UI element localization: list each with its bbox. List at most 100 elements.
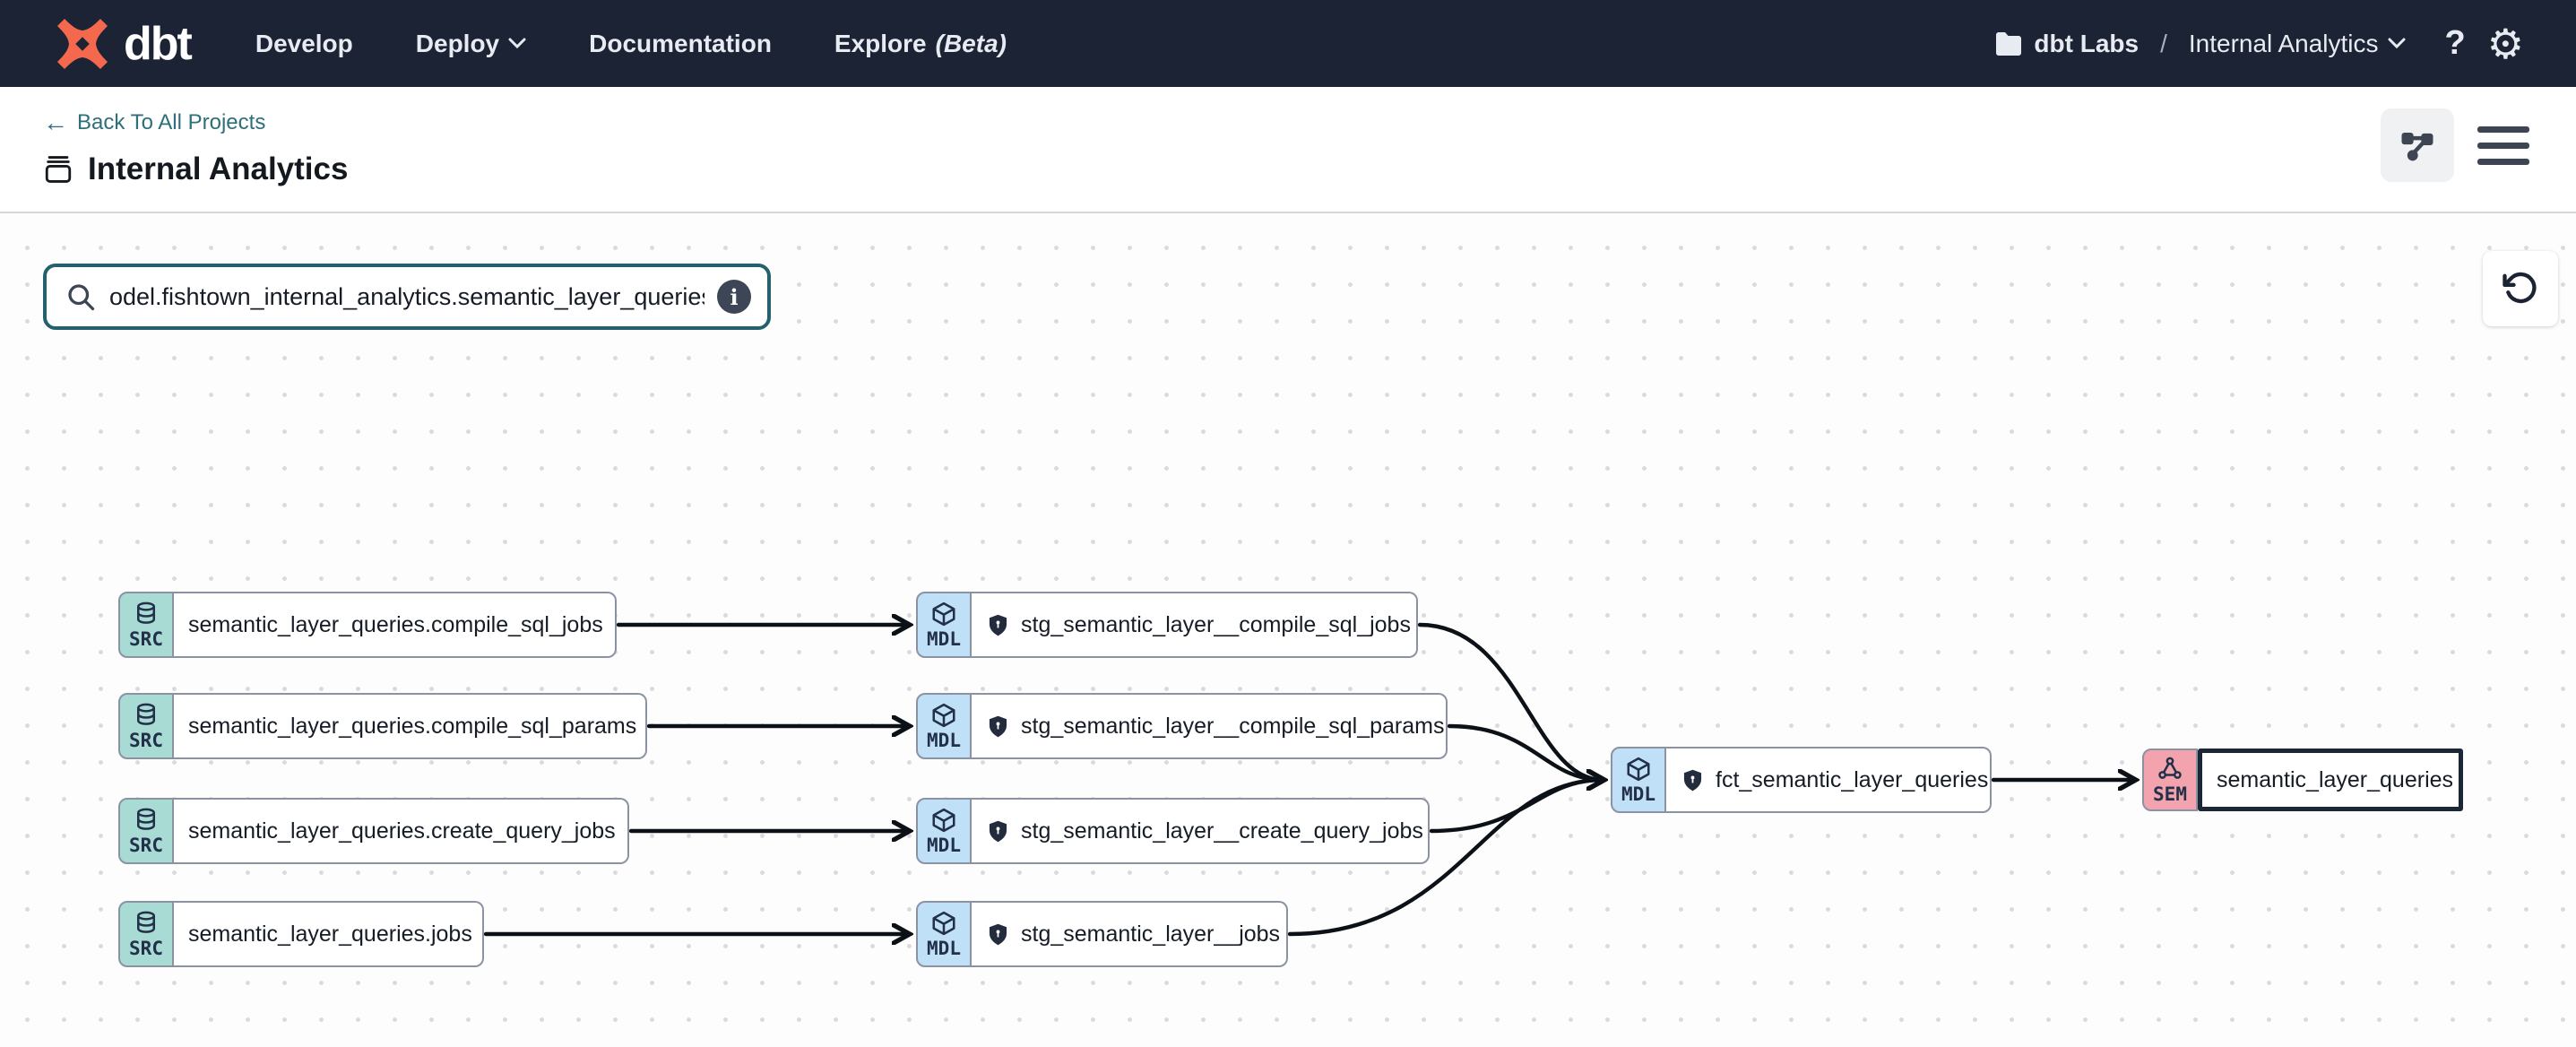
search-input[interactable]: odel.fishtown_internal_analytics.semanti… <box>109 282 705 310</box>
badge-label: MDL <box>927 729 961 751</box>
lineage-search-box: odel.fishtown_internal_analytics.semanti… <box>43 264 771 330</box>
node-type-badge-MDL: MDL <box>916 798 972 864</box>
badge-label: MDL <box>927 937 961 959</box>
top-navbar: dbt Develop Deploy Documentation Explore… <box>0 0 2576 87</box>
node-type-badge-SEM: SEM <box>2142 748 2198 811</box>
badge-label: SEM <box>2153 783 2187 805</box>
node-body[interactable]: stg_semantic_layer__compile_sql_jobs <box>972 592 1418 658</box>
node-type-badge-SRC: SRC <box>118 798 174 864</box>
lineage-node-fct_semantic_layer_queries[interactable]: MDL fct_semantic_layer_queries <box>1611 747 1992 813</box>
cube-icon <box>930 601 957 627</box>
lineage-node-semantic_layer_queries.compile_sql_jobs[interactable]: SRC semantic_layer_queries.compile_sql_jo… <box>118 592 617 658</box>
node-type-badge-MDL: MDL <box>1611 747 1666 813</box>
shield-icon <box>986 613 1010 637</box>
chevron-down-icon <box>508 38 526 49</box>
lineage-node-stg_semantic_layer__compile_sql_params[interactable]: MDL stg_semantic_layer__compile_sql_param… <box>916 693 1448 759</box>
node-body[interactable]: semantic_layer_queries.create_query_jobs <box>174 798 629 864</box>
shield-icon <box>986 714 1010 739</box>
lineage-node-semantic_layer_queries.jobs[interactable]: SRC semantic_layer_queries.jobs <box>118 901 484 967</box>
badge-label: SRC <box>129 937 163 959</box>
nav-item-documentation[interactable]: Documentation <box>589 29 772 57</box>
cube-icon <box>930 910 957 937</box>
lineage-node-semantic_layer_queries.compile_sql_params[interactable]: SRC semantic_layer_queries.compile_sql_pa… <box>118 693 647 759</box>
nav-account-area: dbt Labs / Internal Analytics ? ⚙ <box>1994 23 2524 65</box>
badge-label: MDL <box>1621 783 1655 805</box>
node-label: semantic_layer_queries <box>2217 766 2454 792</box>
badge-label: SRC <box>129 729 163 751</box>
node-label: semantic_layer_queries.create_query_jobs <box>188 818 616 844</box>
node-type-badge-SRC: SRC <box>118 901 174 967</box>
node-body[interactable]: semantic_layer_queries <box>2198 748 2463 811</box>
badge-label: SRC <box>129 834 163 856</box>
node-label: stg_semantic_layer__create_query_jobs <box>1021 818 1423 844</box>
info-icon[interactable]: i <box>717 280 751 314</box>
lineage-node-stg_semantic_layer__jobs[interactable]: MDL stg_semantic_layer__jobs <box>916 901 1288 967</box>
node-label: fct_semantic_layer_queries <box>1716 766 1989 792</box>
project-switcher[interactable]: Internal Analytics <box>2189 30 2406 58</box>
cube-icon <box>930 702 957 729</box>
lineage-icon <box>2401 133 2433 161</box>
nav-item-explore[interactable]: Explore (Beta) <box>834 29 1007 57</box>
node-label: semantic_layer_queries.compile_sql_param… <box>188 713 637 739</box>
badge-label: MDL <box>927 834 961 856</box>
page-title: Internal Analytics <box>88 151 349 186</box>
cube-icon <box>1625 756 1652 783</box>
menu-hamburger-button[interactable] <box>2477 125 2529 165</box>
search-icon <box>68 284 95 311</box>
node-type-badge-SRC: SRC <box>118 693 174 759</box>
node-type-badge-SRC: SRC <box>118 592 174 658</box>
edge-mdl2-to-fct <box>1447 723 1603 780</box>
edge-mdl3-to-fct <box>1429 780 1603 834</box>
nav-menu: Develop Deploy Documentation Explore (Be… <box>255 30 1007 58</box>
badge-label: SRC <box>129 627 163 650</box>
node-body[interactable]: stg_semantic_layer__jobs <box>972 901 1288 967</box>
node-body[interactable]: semantic_layer_queries.compile_sql_param… <box>174 693 647 759</box>
lineage-node-semantic_layer_queries.create_query_jobs[interactable]: SRC semantic_layer_queries.create_query_j… <box>118 798 629 864</box>
node-label: stg_semantic_layer__compile_sql_jobs <box>1021 611 1411 637</box>
settings-gear-icon[interactable]: ⚙ <box>2486 20 2524 67</box>
node-label: semantic_layer_queries.jobs <box>188 921 472 947</box>
node-body[interactable]: semantic_layer_queries.compile_sql_jobs <box>174 592 617 658</box>
nav-item-deploy[interactable]: Deploy <box>416 30 526 58</box>
node-label: stg_semantic_layer__jobs <box>1021 921 1281 947</box>
node-label: semantic_layer_queries.compile_sql_jobs <box>188 611 603 637</box>
dbt-logo[interactable]: dbt <box>54 15 193 73</box>
node-type-badge-MDL: MDL <box>916 693 972 759</box>
dbt-logo-icon <box>57 18 108 69</box>
node-body[interactable]: semantic_layer_queries.jobs <box>174 901 484 967</box>
help-button[interactable]: ? <box>2444 24 2466 62</box>
shield-icon <box>986 819 1010 844</box>
shield-icon <box>1681 768 1705 792</box>
lineage-canvas[interactable]: SRC semantic_layer_queries.compile_sql_jo… <box>0 213 2576 1047</box>
breadcrumb-separator: / <box>2160 29 2167 57</box>
node-type-badge-MDL: MDL <box>916 592 972 658</box>
node-type-badge-MDL: MDL <box>916 901 972 967</box>
lineage-node-stg_semantic_layer__compile_sql_jobs[interactable]: MDL stg_semantic_layer__compile_sql_jobs <box>916 592 1418 658</box>
semantic-layer-icon <box>2157 756 2183 783</box>
lineage-node-stg_semantic_layer__create_query_jobs[interactable]: MDL stg_semantic_layer__create_query_jobs <box>916 798 1430 864</box>
org-switcher[interactable]: dbt Labs <box>1994 30 2139 58</box>
back-to-all-projects-link[interactable]: ← Back To All Projects <box>43 108 266 136</box>
cube-icon <box>930 807 957 834</box>
rotate-ccw-icon <box>2503 272 2537 304</box>
nav-item-develop[interactable]: Develop <box>255 29 353 57</box>
explore-beta-tag: (Beta) <box>935 29 1007 57</box>
project-archive-icon <box>45 156 72 183</box>
folder-icon <box>1996 31 2022 56</box>
reset-view-button[interactable] <box>2483 251 2558 326</box>
shield-icon <box>986 922 1010 947</box>
database-icon <box>133 910 160 937</box>
header-divider <box>0 212 2576 213</box>
database-icon <box>133 601 160 627</box>
node-body[interactable]: stg_semantic_layer__create_query_jobs <box>972 798 1430 864</box>
chevron-down-icon <box>2388 38 2406 49</box>
badge-label: MDL <box>927 627 961 650</box>
node-body[interactable]: stg_semantic_layer__compile_sql_params <box>972 693 1448 759</box>
lineage-node-semantic_layer_queries[interactable]: SEM semantic_layer_queries <box>2142 748 2463 811</box>
node-body[interactable]: fct_semantic_layer_queries <box>1666 747 1992 813</box>
database-icon <box>133 702 160 729</box>
project-header: ← Back To All Projects Internal Analytic… <box>0 87 2576 212</box>
lineage-view-button[interactable] <box>2381 108 2454 182</box>
node-label: stg_semantic_layer__compile_sql_params <box>1021 713 1445 739</box>
back-arrow-icon: ← <box>43 108 68 136</box>
